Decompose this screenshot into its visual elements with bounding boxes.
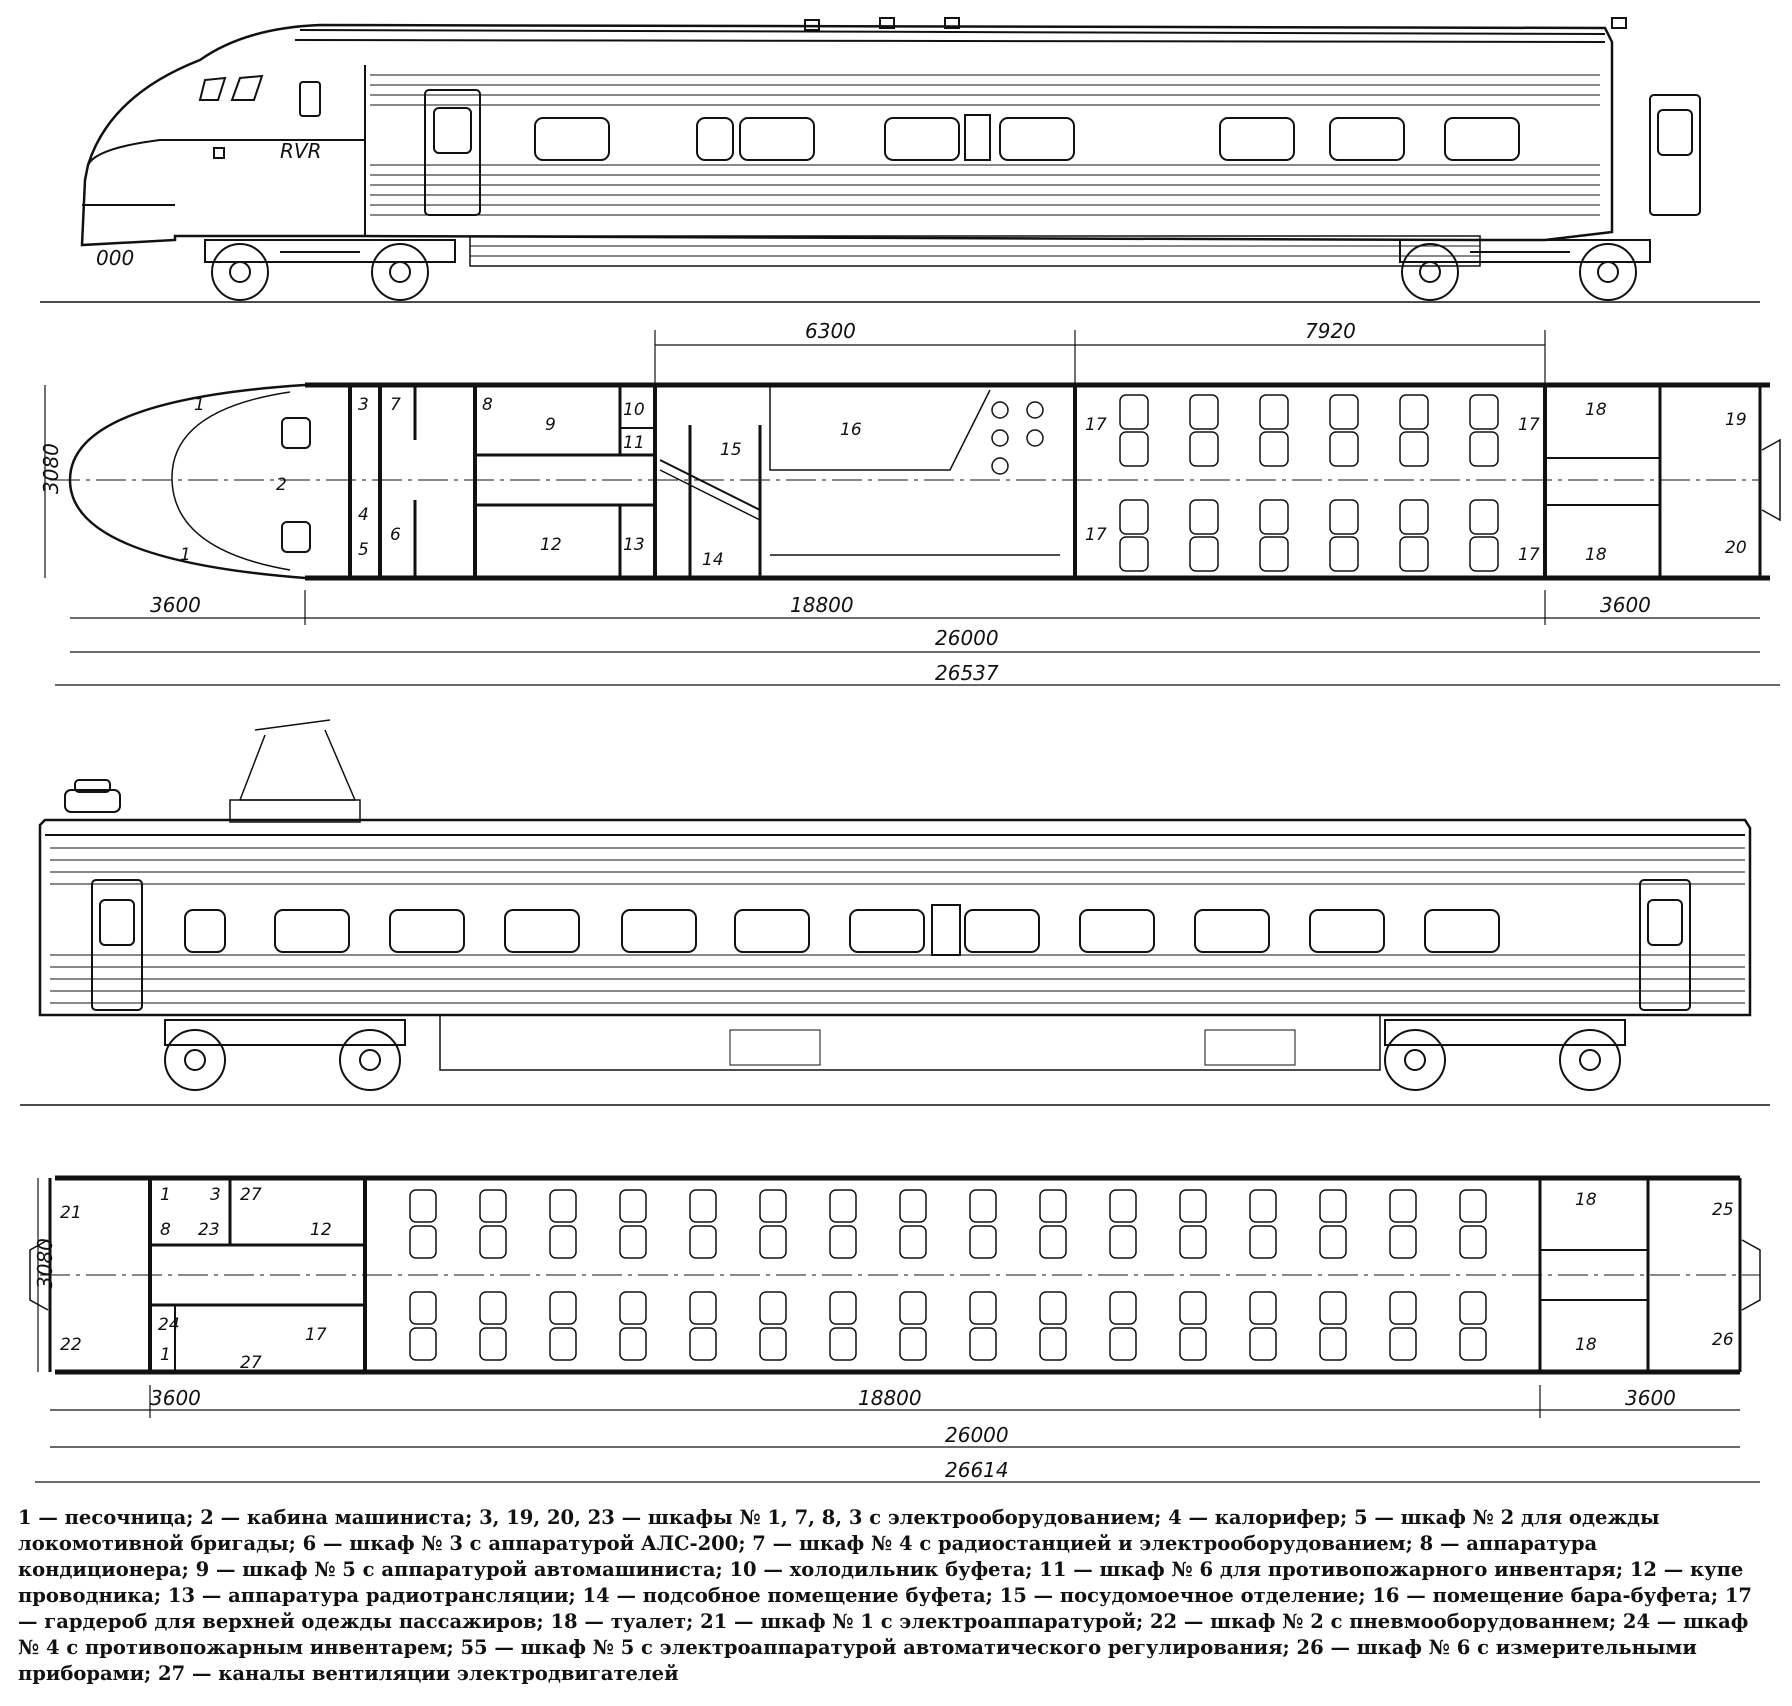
room-label: 17 [1518, 415, 1540, 435]
head-car-bogie-rear [1399, 239, 1651, 301]
room-label: 3 [358, 395, 369, 415]
room-label: 10 [623, 400, 645, 420]
room-label: 3 [210, 1185, 221, 1205]
head-car-room-labels: 1 1 2 3 4 5 6 7 8 9 10 11 12 13 14 15 16… [180, 395, 1747, 570]
room-label: 1 [160, 1185, 171, 1205]
room-label: 15 [720, 440, 742, 460]
bar-stools [991, 401, 1044, 475]
dim-body: 26000 [945, 1423, 1009, 1447]
room-label: 1 [180, 545, 191, 565]
room-label: 23 [198, 1220, 220, 1240]
motor-car-corrugation [50, 847, 1745, 1004]
room-label: 17 [1518, 545, 1540, 565]
dim-width: 3080 [39, 443, 63, 494]
motor-car-room-labels: 21 22 1 1 8 23 3 27 12 24 17 27 18 18 25… [60, 1185, 1734, 1373]
motor-car-dimensions [35, 1178, 1760, 1483]
room-label: 22 [60, 1335, 82, 1355]
train-drawing: RVR 000 [20, 17, 1781, 1483]
motor-car-bogie-front [164, 1019, 406, 1091]
head-car-side-label: RVR [280, 139, 321, 163]
head-car-elevation: RVR 000 [40, 17, 1760, 303]
head-car-plan: 1 1 2 3 4 5 6 7 8 9 10 11 12 13 14 15 16… [39, 319, 1781, 686]
room-label: 17 [1085, 525, 1107, 545]
head-car-dimensions [44, 330, 1780, 686]
room-label: 16 [840, 420, 862, 440]
dim-body: 26000 [935, 626, 999, 650]
nose-marking: 000 [96, 246, 134, 270]
motor-car-elevation [20, 719, 1770, 1106]
motor-car-windows [184, 909, 1500, 953]
dim-6300: 6300 [805, 319, 856, 343]
room-label: 13 [623, 535, 645, 555]
room-label: 27 [240, 1353, 262, 1373]
dim-overall: 26537 [935, 661, 999, 685]
dim-end-right: 3600 [1600, 593, 1651, 617]
dim-7920: 7920 [1305, 319, 1356, 343]
pantograph [229, 719, 361, 823]
room-label: 7 [390, 395, 401, 415]
dim-middle: 18800 [790, 593, 854, 617]
room-label: 27 [240, 1185, 262, 1205]
room-label: 12 [540, 535, 562, 555]
room-label: 14 [702, 550, 724, 570]
dim-width: 3080 [33, 1238, 57, 1289]
dim-end-left: 3600 [150, 593, 201, 617]
dim-end-left: 3600 [150, 1386, 201, 1410]
head-car-windows [534, 117, 1520, 161]
room-label: 18 [1575, 1335, 1597, 1355]
body-corrugation [370, 74, 1600, 216]
room-label: 9 [545, 415, 556, 435]
room-label: 8 [482, 395, 493, 415]
dim-overall: 26614 [945, 1458, 1009, 1482]
room-label: 18 [1585, 545, 1607, 565]
motor-car-plan: 21 22 1 1 8 23 3 27 12 24 17 27 18 18 25… [29, 1175, 1761, 1483]
room-label: 11 [623, 433, 645, 453]
room-label: 19 [1725, 410, 1747, 430]
room-label: 25 [1712, 1200, 1734, 1220]
head-car-seats [1119, 394, 1499, 572]
room-label: 18 [1585, 400, 1607, 420]
room-label: 20 [1725, 538, 1747, 558]
head-car-bogie-front [204, 239, 456, 301]
room-label: 6 [390, 525, 401, 545]
motor-car-seats [409, 1189, 1487, 1361]
room-label: 8 [160, 1220, 171, 1240]
room-label: 4 [358, 505, 369, 525]
room-label: 21 [60, 1203, 82, 1223]
room-label: 17 [305, 1325, 327, 1345]
room-label: 1 [194, 395, 205, 415]
room-label: 24 [158, 1315, 180, 1335]
dim-end-right: 3600 [1625, 1386, 1676, 1410]
room-label: 5 [358, 540, 369, 560]
room-label: 18 [1575, 1190, 1597, 1210]
room-label: 1 [160, 1345, 171, 1365]
motor-car-bogie-rear [1384, 1019, 1626, 1091]
room-label: 12 [310, 1220, 332, 1240]
room-label: 2 [276, 475, 287, 495]
room-label: 17 [1085, 415, 1107, 435]
dim-middle: 18800 [858, 1386, 922, 1410]
legend-caption: 1 — песочница; 2 — кабина машиниста; 3, … [18, 1506, 1752, 1685]
room-label: 26 [1712, 1330, 1734, 1350]
